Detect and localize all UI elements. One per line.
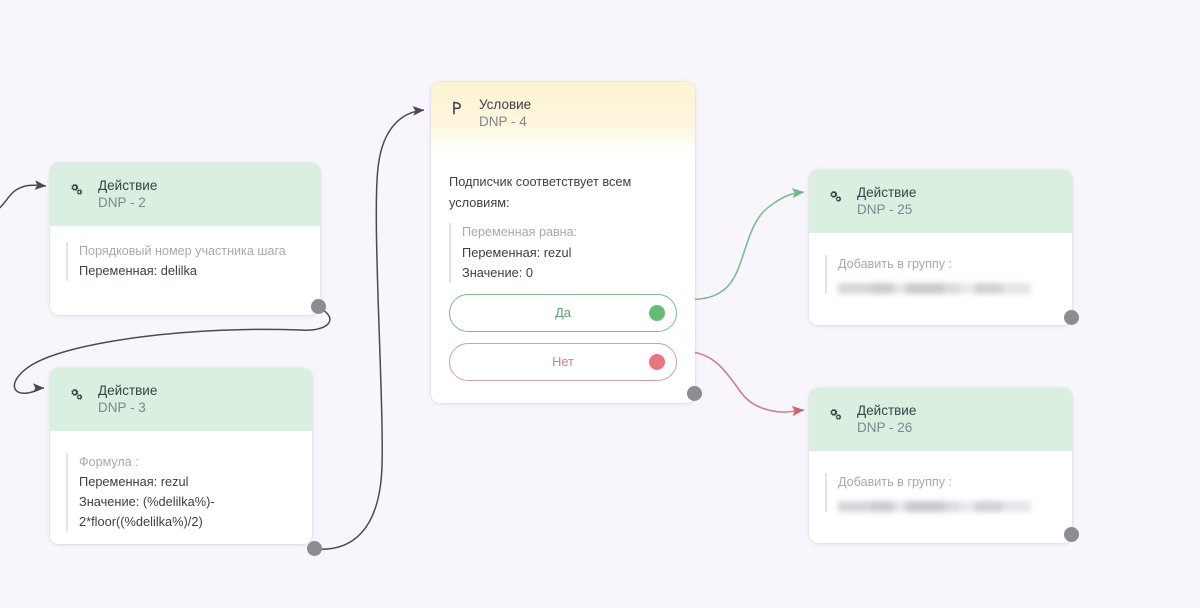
node-dnp-4-detail: Переменная равна: Переменная: rezul Знач…	[449, 223, 677, 283]
branch-button-no[interactable]: Нет	[449, 342, 677, 381]
port-dnp-26-out[interactable]	[1064, 527, 1079, 542]
node-dnp-25-titles: Действие DNP - 25	[857, 184, 916, 219]
detail-label: Порядковый номер участника шага	[79, 243, 286, 258]
node-subtitle: DNP - 26	[857, 420, 913, 436]
port-dnp-3-out[interactable]	[307, 541, 322, 556]
detail-label: Добавить в группу :	[838, 474, 953, 489]
node-dnp-3-titles: Действие DNP - 3	[98, 382, 157, 417]
node-dnp-4-header[interactable]: Условие DNP - 4	[431, 82, 695, 150]
cogs-icon	[825, 186, 845, 206]
node-dnp-2-header[interactable]: Действие DNP - 2	[50, 163, 320, 226]
node-dnp-25-detail: Добавить в группу :	[825, 254, 1058, 295]
node-dnp-25-body: Добавить в группу :	[809, 232, 1072, 325]
node-dnp-2-body: Порядковый номер участника шага Переменн…	[50, 225, 320, 315]
node-dnp-4-titles: Условие DNP - 4	[479, 96, 531, 131]
node-subtitle: DNP - 2	[98, 195, 146, 211]
node-dnp-2-titles: Действие DNP - 2	[98, 177, 157, 212]
node-dnp-25-header[interactable]: Действие DNP - 25	[809, 170, 1072, 233]
node-dnp-3[interactable]: Действие DNP - 3 Формула : Переменная: r…	[50, 368, 312, 544]
edge-in-dnp2	[0, 180, 47, 209]
node-dnp-2-detail: Порядковый номер участника шага Переменн…	[66, 241, 306, 281]
redacted-value	[838, 501, 1031, 513]
branch-label-no: Нет	[552, 354, 574, 370]
detail-line: Переменная: rezul	[462, 244, 572, 260]
branch-button-yes[interactable]: Да	[449, 293, 677, 332]
detail-line: 2*floor((%delilka%)/2)	[79, 513, 203, 529]
node-title: Условие	[479, 97, 532, 112]
node-dnp-3-detail: Формула : Переменная: rezul Значение: (%…	[66, 452, 298, 532]
node-dnp-26[interactable]: Действие DNP - 26 Добавить в группу :	[809, 388, 1072, 543]
node-title: Действие	[98, 383, 158, 398]
node-dnp-2[interactable]: Действие DNP - 2 Порядковый номер участн…	[50, 163, 320, 315]
branch-dot-yes[interactable]	[649, 304, 665, 321]
node-dnp-3-body: Формула : Переменная: rezul Значение: (%…	[50, 430, 312, 544]
node-dnp-4-body: Подписчик соответствует всем условиям: П…	[431, 150, 695, 403]
port-dnp-2-out[interactable]	[311, 299, 326, 314]
node-subtitle: DNP - 3	[98, 400, 146, 416]
detail-line: Значение: 0	[462, 264, 533, 280]
detail-line: Значение: (%delilka%)-	[79, 493, 215, 509]
node-title: Действие	[857, 185, 917, 200]
node-dnp-25[interactable]: Действие DNP - 25 Добавить в группу :	[809, 170, 1072, 325]
port-dnp-25-out[interactable]	[1064, 310, 1079, 325]
node-dnp-4[interactable]: Условие DNP - 4 Подписчик соответствует …	[431, 82, 695, 403]
cogs-icon	[66, 384, 86, 404]
node-dnp-26-header[interactable]: Действие DNP - 26	[809, 388, 1072, 451]
redacted-value	[838, 283, 1031, 295]
detail-label: Добавить в группу :	[838, 256, 953, 271]
node-dnp-3-header[interactable]: Действие DNP - 3	[50, 368, 312, 431]
detail-line: Переменная: delilka	[79, 263, 198, 279]
node-subtitle: DNP - 4	[479, 114, 527, 130]
node-dnp-26-titles: Действие DNP - 26	[857, 402, 916, 437]
branch-dot-no[interactable]	[649, 353, 665, 370]
node-dnp-26-body: Добавить в группу :	[809, 450, 1072, 543]
node-title: Действие	[857, 403, 917, 418]
condition-lead-text: Подписчик соответствует всем условиям:	[449, 174, 632, 210]
cogs-icon	[66, 179, 86, 199]
detail-label: Переменная равна:	[462, 225, 578, 240]
detail-label: Формула :	[79, 454, 139, 469]
branch-label-yes: Да	[555, 305, 571, 321]
port-dnp-4-out[interactable]	[687, 386, 702, 401]
node-title: Действие	[98, 178, 158, 193]
node-subtitle: DNP - 25	[857, 202, 913, 218]
edge-dnp3-dnp4	[314, 106, 425, 550]
branch-icon	[447, 98, 467, 118]
node-dnp-26-detail: Добавить в группу :	[825, 472, 1058, 513]
cogs-icon	[825, 404, 845, 424]
detail-line: Переменная: rezul	[79, 474, 189, 490]
